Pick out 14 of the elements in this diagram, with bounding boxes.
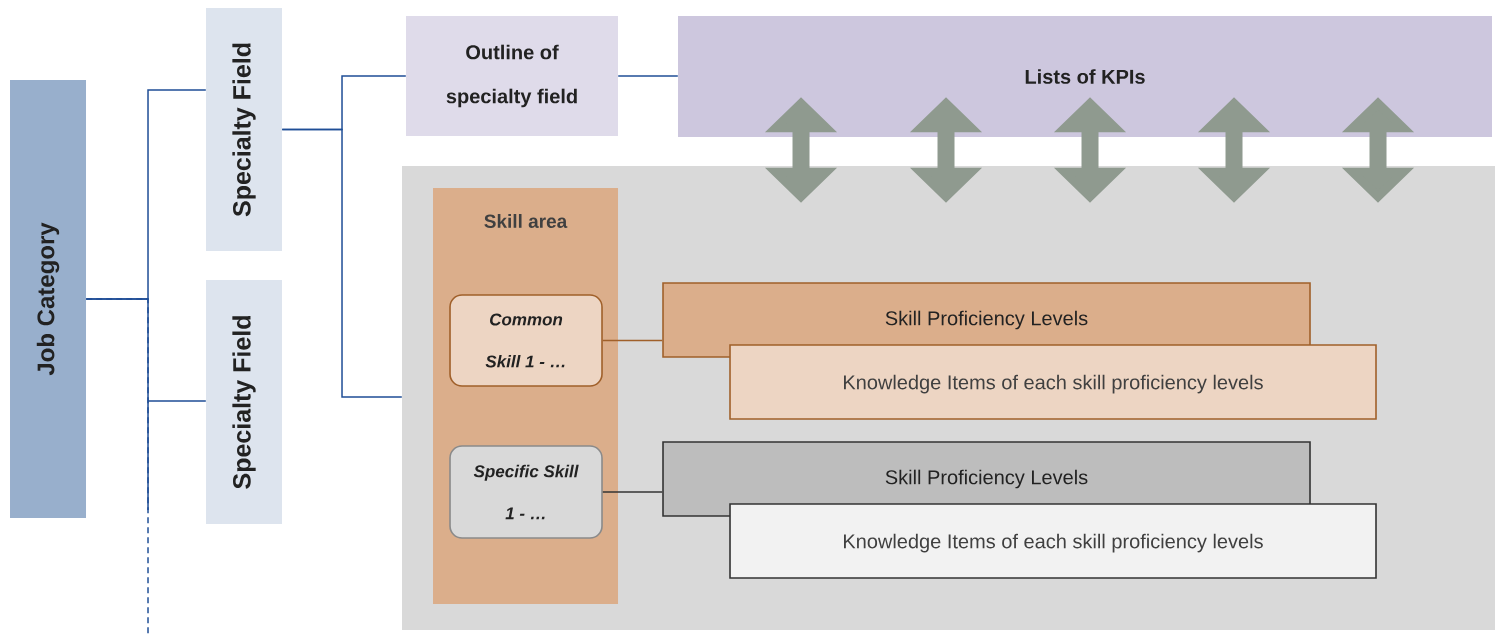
skill-box: Specific Skill 1 - … [449,445,603,539]
connector-line [602,491,663,493]
field-box: Specialty Field [206,8,282,251]
outline-box: Outline of specialty field [406,16,618,136]
connector-line [617,75,679,77]
connector-line [602,339,663,342]
skill-box: Common Skill 1 - … [449,294,603,387]
knowledge-box: Knowledge Items of each skill proficiency levels [729,344,1377,420]
kpi-list-box: Lists of KPIs [678,16,1492,137]
connector-line [85,298,149,636]
connector-line [281,128,403,398]
category-box: Job Category [10,80,86,518]
knowledge-box: Knowledge Items of each skill proficiency levels [729,503,1377,579]
field-box: Specialty Field [206,280,282,524]
